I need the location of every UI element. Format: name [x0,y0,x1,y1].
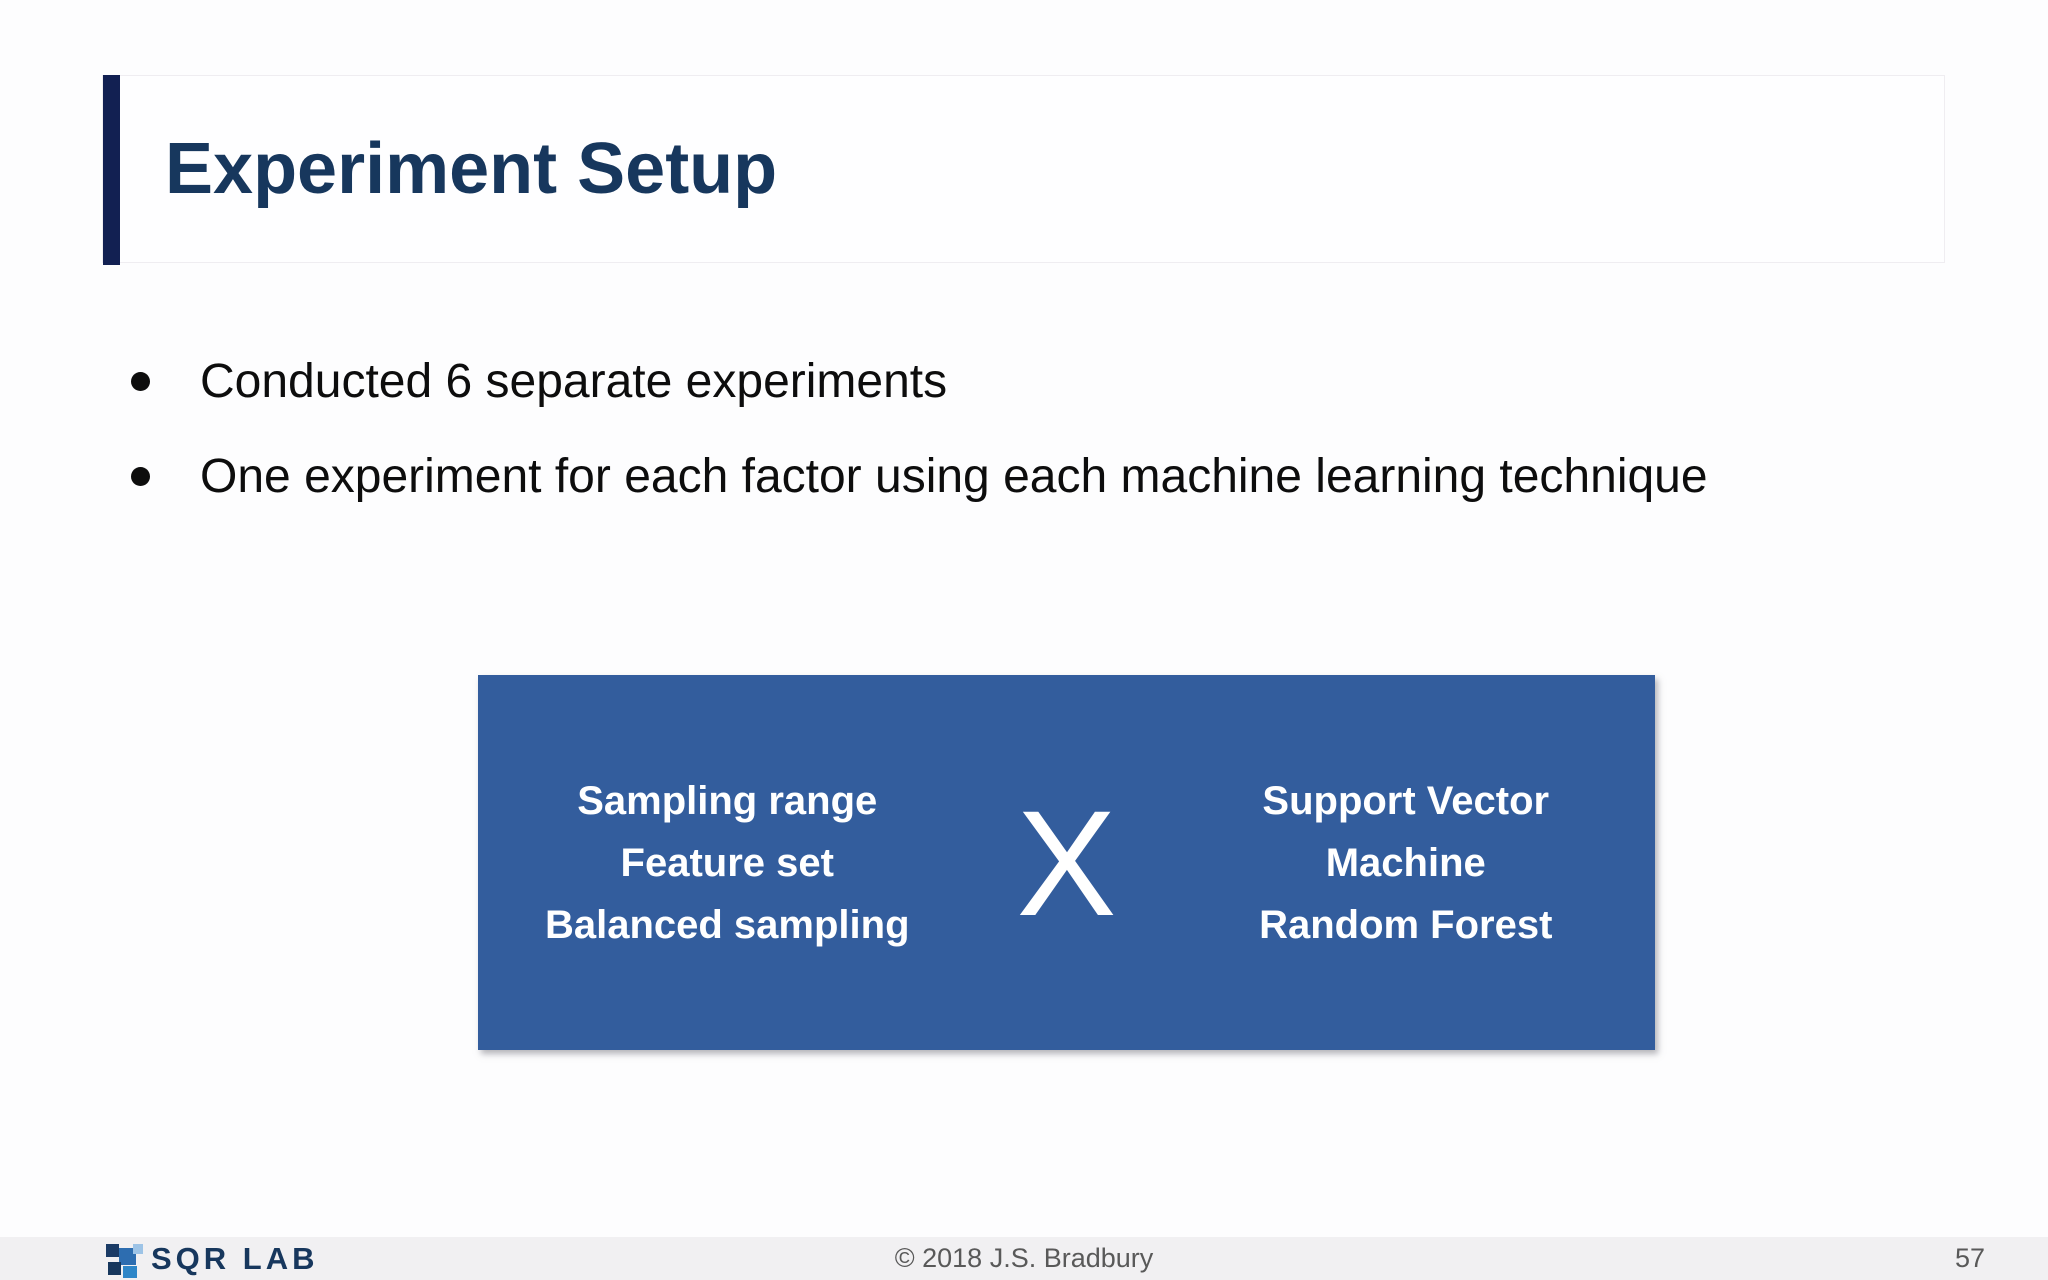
bullet-item: One experiment for each factor using eac… [123,437,1743,517]
title-accent-bar [103,75,120,265]
technique-line: Machine [1325,840,1486,885]
sqr-lab-logo: SQR LAB [106,1237,319,1280]
technique-line: Support Vector [1262,778,1550,823]
page-number: 57 [1954,1243,1985,1273]
bullet-item: Conducted 6 separate experiments [123,342,1743,422]
sqr-lab-logo-text: SQR LAB [151,1240,319,1276]
factor-line: Balanced sampling [544,902,910,947]
technique-line: Random Forest [1259,902,1553,947]
copyright-text: © 2018 J.S. Bradbury [894,1243,1154,1273]
sqr-lab-logo-icon [106,1241,143,1278]
techniques-column: Support Vector Machine Random Forest [1157,770,1656,956]
page-title: Experiment Setup [165,129,778,209]
factor-line: Sampling range [577,778,878,823]
factors-column: Sampling range Feature set Balanced samp… [478,770,977,956]
footer-bar: © 2018 J.S. Bradbury SQR LAB 57 [0,1237,2048,1280]
experiment-diagram-box: Sampling range Feature set Balanced samp… [478,675,1655,1050]
factor-line: Feature set [620,840,834,885]
bullet-list: Conducted 6 separate experiments One exp… [123,342,1763,532]
title-bar: Experiment Setup [102,75,1945,265]
cross-operator: X [1016,778,1117,947]
